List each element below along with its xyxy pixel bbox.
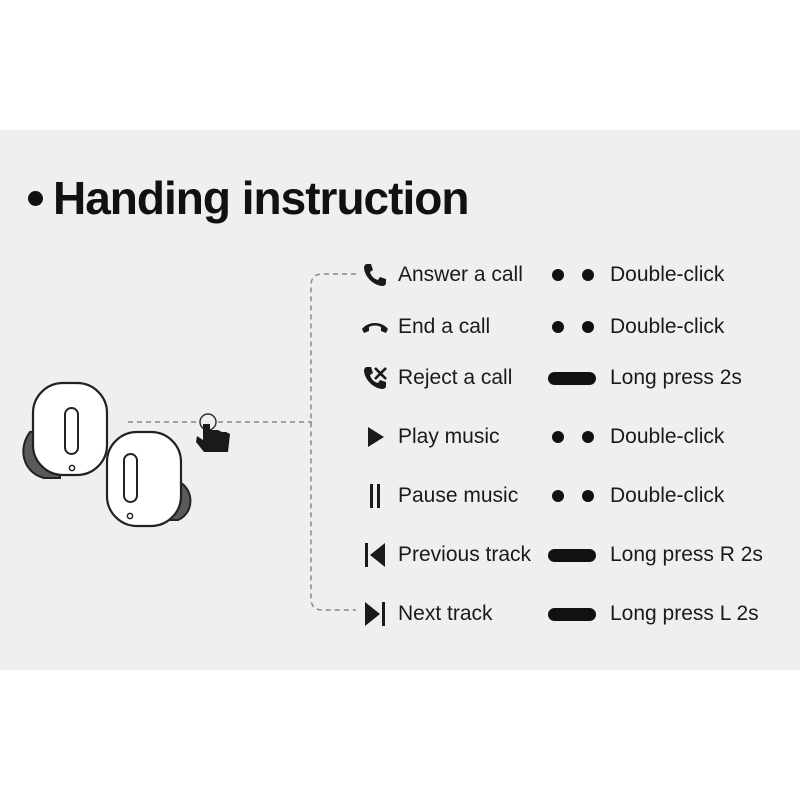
gesture-double-click <box>548 258 608 292</box>
next-track-icon <box>360 599 390 629</box>
phone-hangup-icon <box>360 312 390 342</box>
play-icon <box>360 422 390 452</box>
previous-track-icon <box>360 540 390 570</box>
action-label: Next track <box>398 602 493 625</box>
gesture-long-press <box>548 597 608 631</box>
list-item: Next track <box>360 597 493 631</box>
gesture-label: Double-click <box>610 263 725 286</box>
gesture-label: Long press 2s <box>610 366 742 389</box>
list-item: Reject a call <box>360 361 512 395</box>
gesture-label: Long press R 2s <box>610 543 763 566</box>
action-label: End a call <box>398 315 491 338</box>
gesture-label: Double-click <box>610 425 725 448</box>
gesture-double-click <box>548 479 608 513</box>
gesture-double-click <box>548 420 608 454</box>
phone-reject-icon <box>360 363 390 393</box>
right-earbud-icon <box>105 430 192 528</box>
action-label: Play music <box>398 425 500 448</box>
list-item: Play music <box>360 420 500 454</box>
gesture-double-click <box>548 310 608 344</box>
list-item: Pause music <box>360 479 518 513</box>
action-label: Previous track <box>398 543 532 566</box>
gesture-long-press <box>548 361 608 395</box>
list-item: Previous track <box>360 538 531 572</box>
list-item: Answer a call <box>360 258 523 292</box>
touch-hand-icon <box>196 413 230 452</box>
title-text: Handing instruction <box>53 172 469 224</box>
diagram-panel <box>0 130 800 670</box>
left-earbud-icon <box>22 381 109 479</box>
gesture-long-press <box>548 538 608 572</box>
action-label: Pause music <box>398 484 519 507</box>
action-label: Answer a call <box>398 263 523 286</box>
pause-icon <box>360 481 390 511</box>
list-item: End a call <box>360 310 490 344</box>
page-title: Handing instruction <box>28 168 469 228</box>
gesture-label: Long press L 2s <box>610 602 759 625</box>
title-bullet <box>28 190 43 206</box>
gesture-label: Double-click <box>610 484 725 507</box>
gesture-label: Double-click <box>610 315 725 338</box>
phone-answer-icon <box>360 260 390 290</box>
action-label: Reject a call <box>398 366 513 389</box>
